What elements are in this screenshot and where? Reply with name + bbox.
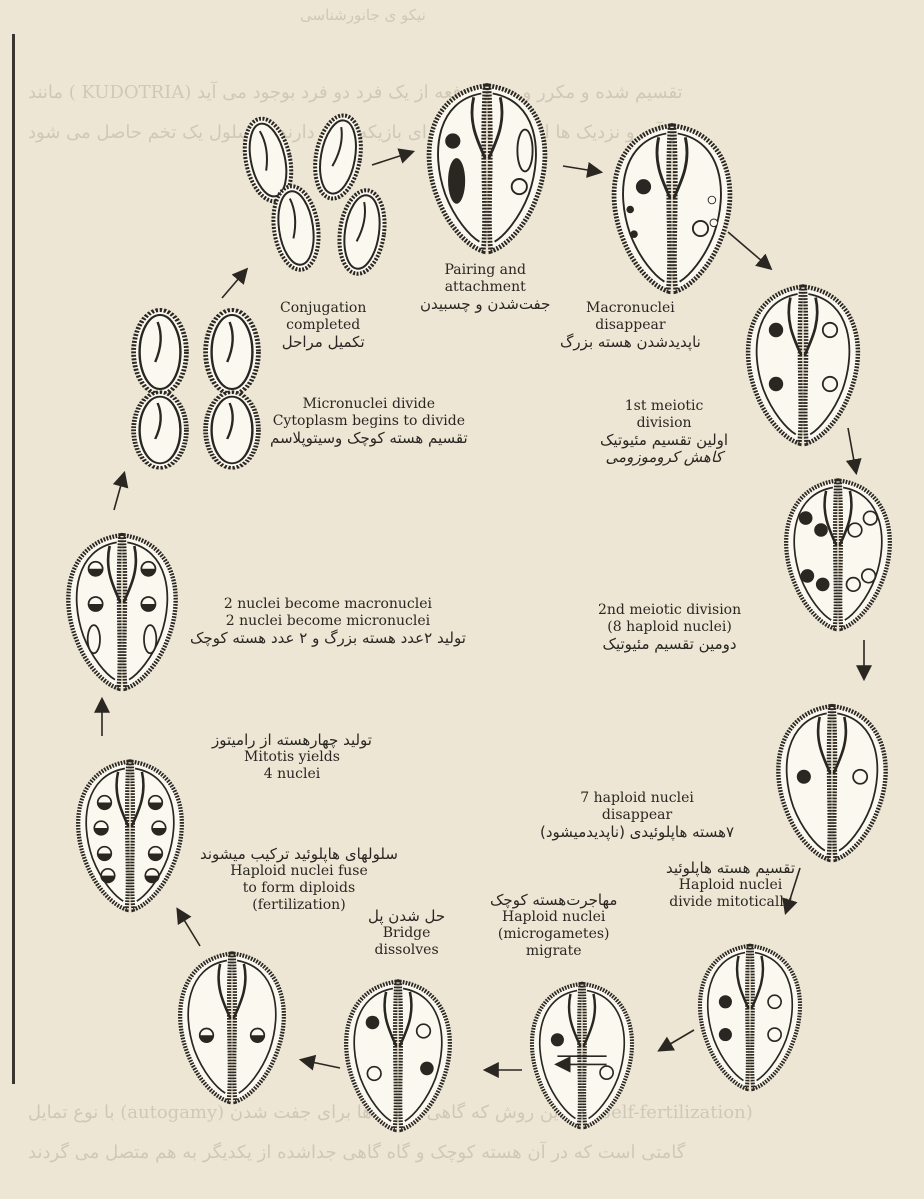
label-fuse-en3: (fertilization)	[200, 897, 398, 914]
label-meiotic1-en2: division	[600, 415, 728, 432]
label-migrate-en1: Haploid nuclei	[490, 909, 617, 926]
label-microdiv-fa: تقسیم هسته کوچک وسیتوپلاسم	[270, 430, 468, 447]
paramecium-cell	[206, 310, 259, 394]
pair-macronuclei-disappear	[614, 126, 730, 291]
label-meiotic1-fa: اولین تقسیم مئیوتیک	[600, 432, 728, 449]
label-second-meiotic: 2nd meiotic division (8 haploid nuclei) …	[598, 602, 741, 653]
label-migrate-fa: مهاجرت‌هسته کوچک	[490, 892, 617, 909]
label-pairing-fa: جفت‌شدن و چسبیدن	[420, 296, 550, 313]
pair-haploid-divide	[700, 946, 800, 1089]
label-meiotic1-fa2: کاهش کروموزومی	[600, 449, 728, 466]
label-migrate: مهاجرت‌هسته کوچک Haploid nuclei (microga…	[490, 892, 617, 960]
pair-macronuclei-form	[68, 535, 175, 688]
label-hapdis-en2: disappear	[540, 807, 734, 824]
label-migrate-en3: migrate	[490, 943, 617, 960]
label-fuse-en2: to form diploids	[200, 880, 398, 897]
label-microdiv-en2: Cytoplasm begins to divide	[270, 413, 468, 430]
label-hapdiv-en1: Haploid nuclei	[666, 877, 795, 894]
label-meiotic1-en1: 1st meiotic	[600, 398, 728, 415]
label-first-meiotic: 1st meiotic division اولین تقسیم مئیوتیک…	[600, 398, 728, 466]
label-hapdis-fa: ۷هسته هاپلوئیدی (ناپدیدمیشود)	[540, 824, 734, 841]
label-macro-en2: disappear	[560, 317, 701, 334]
label-microdiv-en1: Micronuclei divide	[270, 396, 468, 413]
paramecium-cell	[134, 310, 187, 394]
pair-first-meiotic	[748, 287, 858, 444]
cell-group-separate	[238, 112, 390, 277]
label-become-en1: 2 nuclei become macronuclei	[190, 596, 466, 613]
label-completed-en1: Conjugation	[280, 300, 366, 317]
label-pairing: Pairing and attachment جفت‌شدن و چسبیدن	[420, 262, 550, 313]
cell-group-dividing	[134, 310, 259, 468]
label-fuse-fa: سلولهای هاپلوئید ترکیب میشوند	[200, 846, 398, 863]
label-haploid-divide: تقسیم هسته هاپلوئید Haploid nuclei divid…	[666, 860, 795, 911]
label-become-en2: 2 nuclei become micronuclei	[190, 613, 466, 630]
label-meiotic2-en1: 2nd meiotic division	[598, 602, 741, 619]
pair-second-meiotic	[786, 481, 890, 629]
label-meiotic2-fa: دومین تقسیم مئیوتیک	[598, 636, 741, 653]
pair-mitosis	[78, 762, 182, 910]
label-meiotic2-en2: (8 haploid nuclei)	[598, 619, 741, 636]
label-hapdiv-en2: divide mitotically	[666, 894, 795, 911]
paramecium-cell	[309, 112, 367, 202]
label-pairing-en1: Pairing and	[420, 262, 550, 279]
label-macronuclei-disappear: Macronuclei disappear ناپدیدشدن هسته بزر…	[560, 300, 701, 351]
label-macro-en1: Macronuclei	[560, 300, 701, 317]
pair-fertilization	[180, 954, 284, 1102]
pair-pairing	[429, 86, 545, 251]
label-haploid-disappear: 7 haploid nuclei disappear ۷هسته هاپلوئی…	[540, 790, 734, 841]
paramecium-cell	[206, 392, 259, 468]
label-mitosis-en1: Mitotis yields	[212, 749, 372, 766]
paramecium-cell	[134, 392, 187, 468]
label-completed-fa: تکمیل مراحل	[280, 334, 366, 351]
label-bridge-en1: Bridge	[368, 925, 445, 942]
label-mitosis: تولید چهارهسته از رامیتوز Mitotis yields…	[212, 732, 372, 783]
label-fuse-en1: Haploid nuclei fuse	[200, 863, 398, 880]
label-completed: Conjugation completed تکمیل مراحل	[280, 300, 366, 351]
label-mitosis-fa: تولید چهارهسته از رامیتوز	[212, 732, 372, 749]
label-fertilization: سلولهای هاپلوئید ترکیب میشوند Haploid nu…	[200, 846, 398, 914]
label-hapdiv-fa: تقسیم هسته هاپلوئید	[666, 860, 795, 877]
paramecium-cell	[268, 183, 323, 272]
paramecium-cell	[334, 187, 389, 276]
label-mitosis-en2: 4 nuclei	[212, 766, 372, 783]
label-micronuclei-divide: Micronuclei divide Cytoplasm begins to d…	[270, 396, 468, 447]
pair-haploid-disappear	[778, 706, 885, 859]
label-become: 2 nuclei become macronuclei 2 nuclei bec…	[190, 596, 466, 647]
label-macro-fa: ناپدیدشدن هسته بزرگ	[560, 334, 701, 351]
label-migrate-en2: (microgametes)	[490, 926, 617, 943]
pair-bridge-dissolves	[346, 982, 450, 1130]
label-pairing-en2: attachment	[420, 279, 550, 296]
label-bridge-en2: dissolves	[368, 942, 445, 959]
label-bridge: حل شدن پل Bridge dissolves	[368, 908, 445, 959]
label-hapdis-en1: 7 haploid nuclei	[540, 790, 734, 807]
pair-migrate	[532, 984, 632, 1127]
label-completed-en2: completed	[280, 317, 366, 334]
label-become-fa: تولید ۲عدد هسته بزرگ و ۲ عدد هسته کوچک	[190, 630, 466, 647]
